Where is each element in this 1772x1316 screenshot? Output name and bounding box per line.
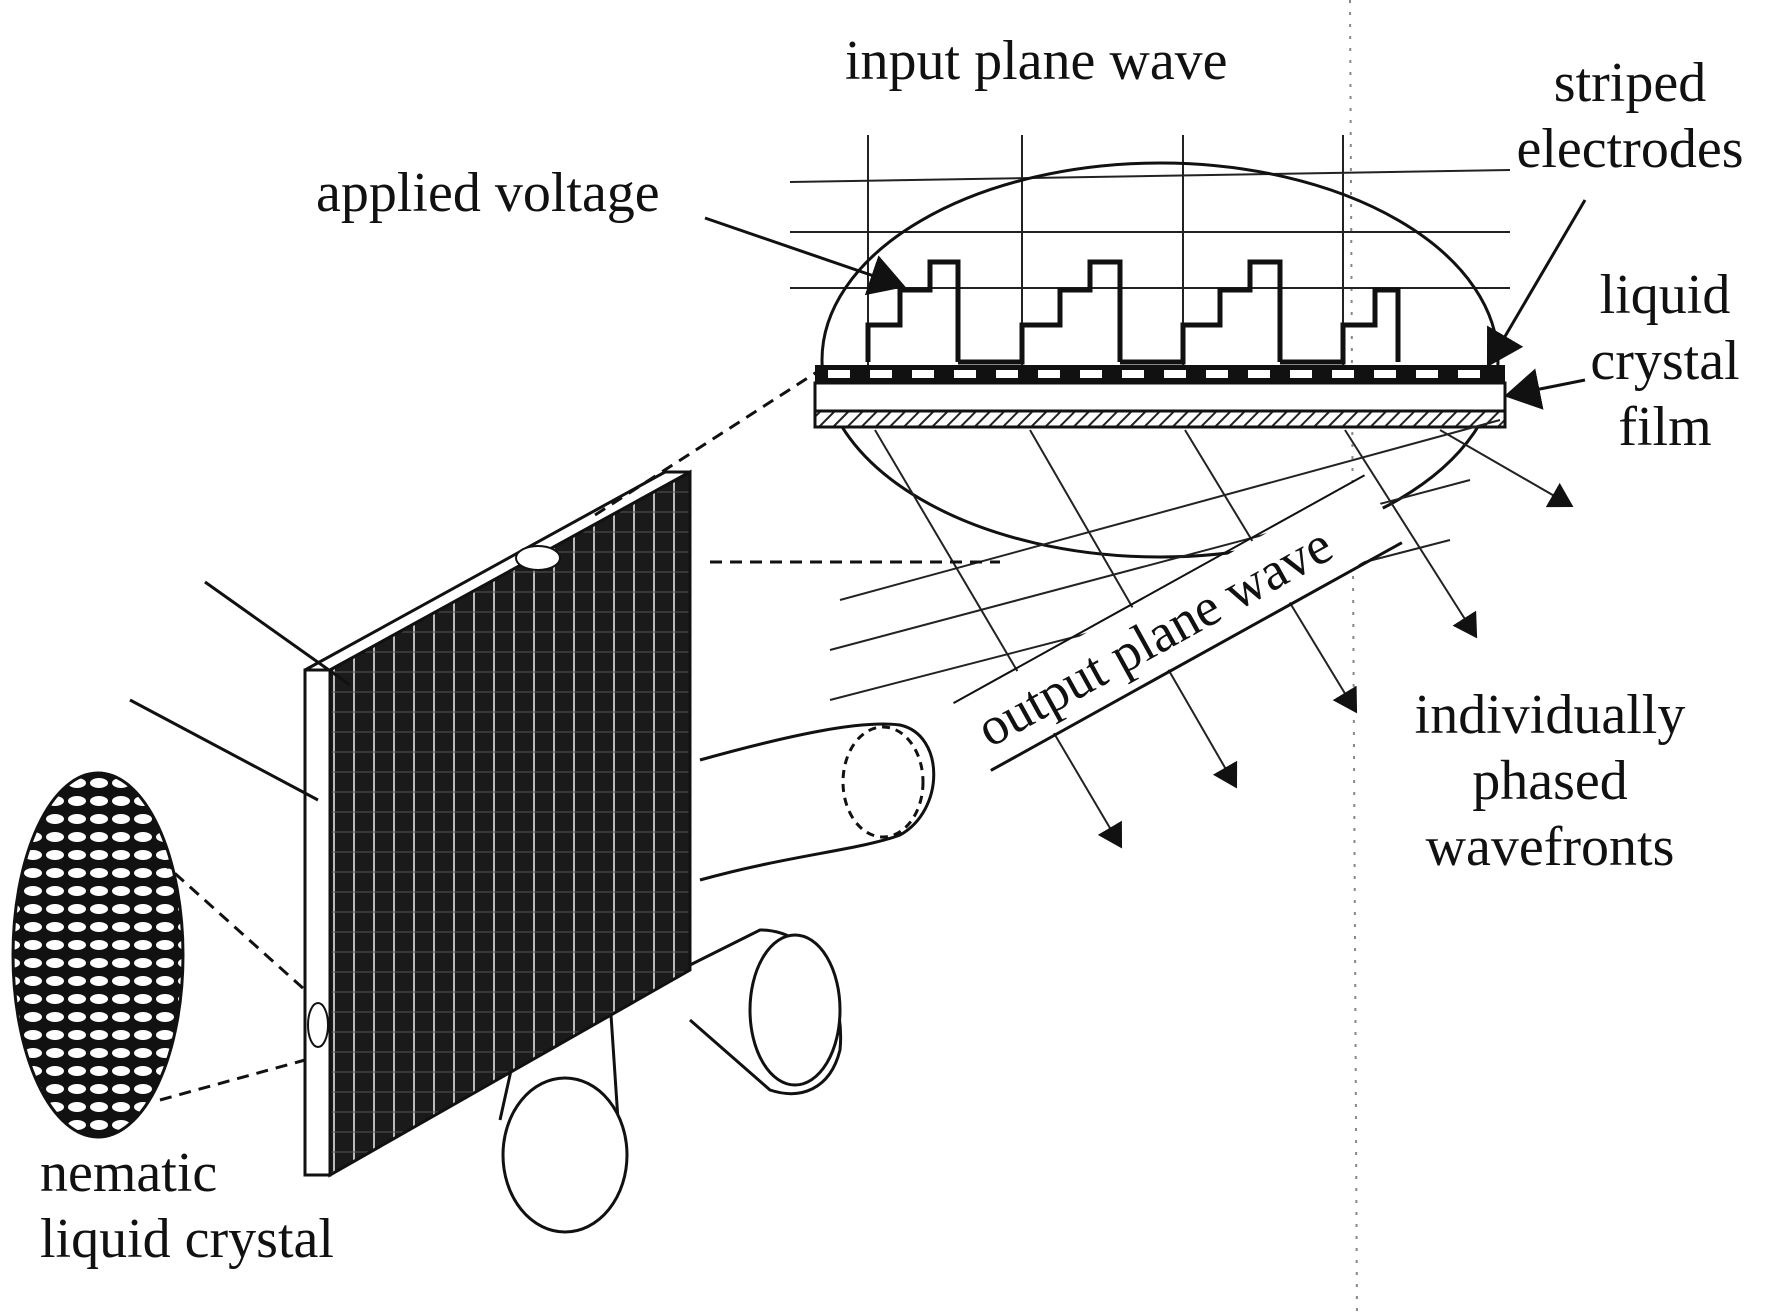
output-beam-cylinder bbox=[699, 722, 936, 882]
label-crystal-line: crystal bbox=[1590, 330, 1740, 393]
lc-panel bbox=[303, 469, 692, 1178]
label-liquid-crystal-line: liquid crystal bbox=[40, 1208, 334, 1271]
label-applied-voltage: applied voltage bbox=[316, 162, 660, 224]
label-liquid-crystal-film: liquid crystal film bbox=[1560, 262, 1770, 460]
label-individually-phased-wavefronts: individually phased wavefronts bbox=[1370, 682, 1730, 880]
label-electrodes-line: electrodes bbox=[1516, 118, 1744, 181]
substrate-layer bbox=[813, 409, 1507, 429]
input-wave-grid bbox=[789, 135, 1511, 370]
output-wave-label-box: output plane wave bbox=[953, 474, 1403, 772]
label-leaders bbox=[704, 199, 1587, 410]
liquid-crystal-film-layer bbox=[813, 381, 1507, 413]
label-striped-line: striped bbox=[1553, 52, 1707, 114]
nematic-lc-oval bbox=[11, 771, 185, 1139]
dashed-connectors bbox=[158, 368, 1000, 1102]
label-input-plane-wave: input plane wave bbox=[845, 30, 1228, 92]
striped-electrodes-strip bbox=[815, 365, 1505, 383]
output-beam-end bbox=[841, 725, 925, 839]
electrode-leads bbox=[129, 580, 351, 802]
label-nematic-line: nematic bbox=[40, 1142, 218, 1204]
label-nematic-liquid-crystal: nematic liquid crystal bbox=[40, 1140, 334, 1272]
electrode-gaps bbox=[828, 370, 1480, 378]
label-film-line: film bbox=[1618, 396, 1712, 459]
applied-voltage-staircase bbox=[865, 259, 1401, 365]
label-individually-line: individually bbox=[1414, 684, 1686, 746]
label-liquid-line: liquid bbox=[1599, 264, 1731, 326]
label-phased-line: phased bbox=[1472, 750, 1628, 813]
label-wavefronts-line: wavefronts bbox=[1425, 816, 1675, 879]
label-striped-electrodes: striped electrodes bbox=[1495, 50, 1765, 182]
lower-beam-cylinders bbox=[498, 928, 843, 1234]
